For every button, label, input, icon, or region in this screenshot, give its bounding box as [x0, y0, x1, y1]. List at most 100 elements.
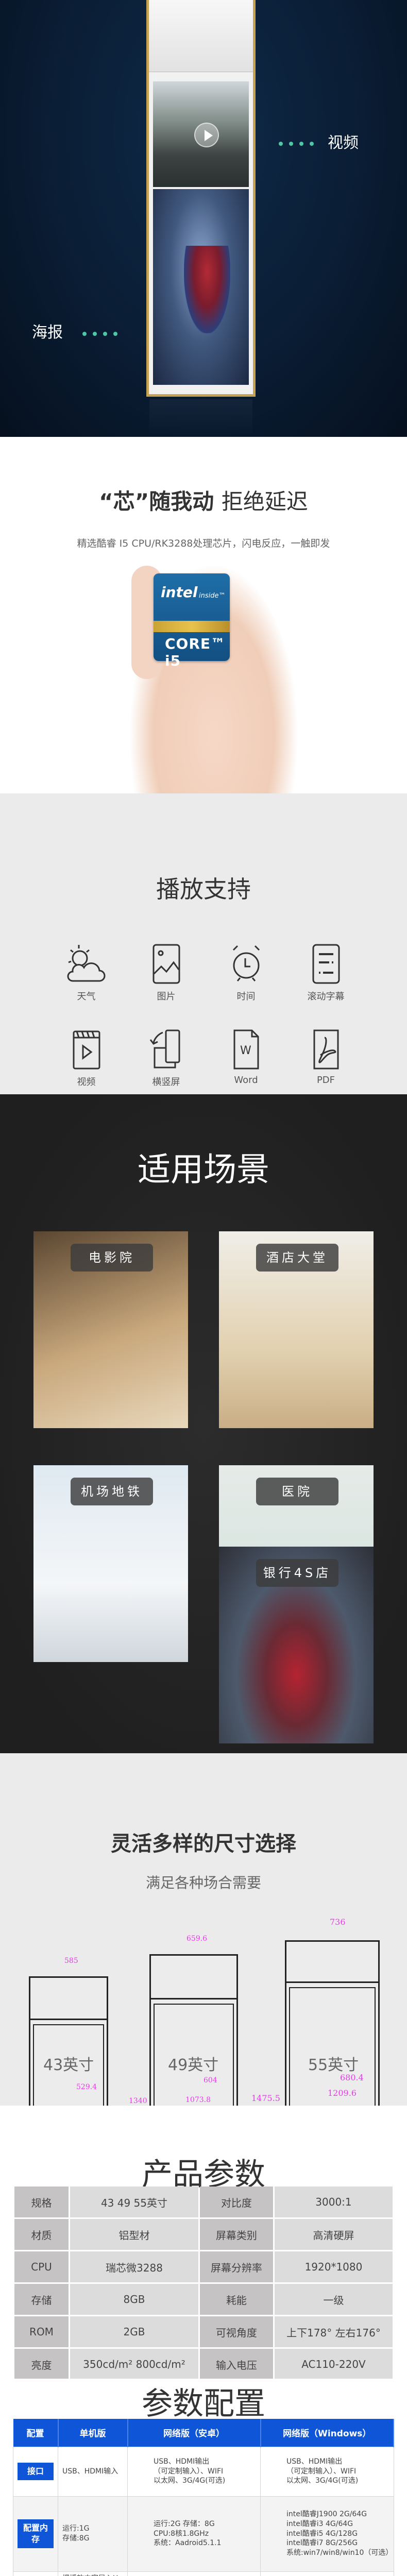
scene-label: 电影院	[71, 1244, 153, 1272]
feature-label: 图片	[157, 991, 176, 1002]
processor-section: “芯”随我动 拒绝延迟 精选酷睿 I5 CPU/RK3288处理芯片，闪电反应，…	[0, 437, 407, 793]
config-header: 配置	[13, 2419, 59, 2447]
feature-label: PDF	[316, 1075, 335, 1086]
feature-word: W Word	[206, 1028, 286, 1088]
config-cell: USB、HDMI输入	[58, 2446, 128, 2497]
config-row: 播放模式把播放内容导入U盘即可循环播放可以全屏或分屏播放可制作分屏及全屏混合播放…	[13, 2571, 394, 2576]
feature-video: 视频	[46, 1028, 126, 1088]
feature-scrolling-text: 滚动字幕	[286, 943, 366, 1003]
video-label: 视频	[328, 134, 359, 152]
param-key: 输入电压	[199, 2349, 273, 2379]
param-key: 对比度	[199, 2187, 273, 2217]
play-support-title: 播放支持	[156, 875, 251, 903]
scene-card-airport-metro: 机场地铁	[33, 1465, 188, 1662]
config-key-badge: 接口	[18, 2463, 54, 2480]
intel-logo: intel	[161, 584, 198, 601]
param-key: 屏幕类别	[199, 2219, 273, 2250]
display-reflection	[149, 399, 252, 435]
dim-height: 1475.5	[251, 2093, 280, 2103]
video-icon	[73, 1030, 100, 1070]
sizes-subtitle: 满足各种场合需要	[145, 1874, 261, 1891]
poster-preview	[153, 189, 249, 385]
size-label-55: 55英寸	[308, 2056, 359, 2074]
config-header: 单机版	[58, 2419, 128, 2447]
dim-screen-width: 529.4	[76, 2083, 97, 2091]
scene-label: 银行4S店	[256, 1559, 338, 1587]
word-doc-icon: W	[233, 1029, 259, 1070]
image-icon	[152, 944, 180, 984]
dim-screen-height: 1073.8	[185, 2096, 211, 2104]
param-value: 3000:1	[274, 2187, 393, 2217]
param-value: 上下178° 左右176°	[274, 2316, 393, 2347]
param-value: 350cd/m² 800cd/m²	[70, 2349, 198, 2379]
config-title: 参数配置	[142, 2386, 265, 2422]
dim-screen-width: 680.4	[340, 2073, 364, 2082]
param-key: CPU	[14, 2251, 69, 2282]
dim-screen-height: 1209.6	[328, 2088, 357, 2098]
dim-screen-width: 604	[204, 2076, 217, 2084]
pdf-icon	[313, 1029, 338, 1070]
param-value: 铝型材	[70, 2219, 198, 2250]
size-drawing-49	[149, 1954, 238, 2106]
display-header-panel	[149, 0, 253, 72]
size-drawing-43	[29, 1976, 108, 2106]
play-icon	[194, 123, 219, 147]
hanging-display-illustration	[146, 0, 256, 397]
config-cell: 可制作分屏及全屏混合播放滚动字幕，定时开关，包含网络版功能，手机可投屏播放等	[127, 2571, 261, 2576]
rotate-screen-icon	[149, 1029, 180, 1069]
dim-height: 1340	[129, 2097, 147, 2105]
param-value: 43 49 55英寸	[70, 2187, 198, 2217]
dim-width: 659.6	[186, 1935, 208, 1943]
param-key: 耗能	[199, 2284, 273, 2315]
feature-rotate-screen: 横竖屏	[126, 1028, 206, 1088]
param-key: 亮度	[14, 2349, 69, 2379]
dots-icon	[82, 332, 117, 336]
config-key-badge: 配置内存	[18, 2519, 54, 2548]
scene-card-bank-4s: 银行4S店	[219, 1547, 374, 1743]
processor-title: “芯”随我动 拒绝延迟	[99, 489, 308, 514]
param-key: ROM	[14, 2316, 69, 2347]
scene-card-cinema: 电影院	[33, 1231, 188, 1428]
dots-icon	[279, 142, 314, 146]
feature-label: Word	[234, 1075, 258, 1086]
params-row: 材质铝型材屏幕类别高清硬屏	[14, 2219, 393, 2250]
scene-label: 医院	[256, 1478, 338, 1505]
param-value: 高清硬屏	[274, 2219, 393, 2250]
scene-label: 酒店大堂	[256, 1244, 338, 1272]
feature-label: 天气	[77, 991, 96, 1002]
size-label-49: 49英寸	[168, 2056, 219, 2074]
dim-width: 585	[64, 1957, 78, 1965]
intel-inside-text: inside™	[199, 592, 226, 600]
sizes-title: 灵活多样的尺寸选择	[111, 1832, 296, 1856]
svg-text:W: W	[240, 1044, 251, 1057]
feature-label: 滚动字幕	[307, 991, 345, 1002]
hero-banner: 视频 海报	[0, 0, 407, 437]
processor-subtitle: 精选酷睿 I5 CPU/RK3288处理芯片，闪电反应，一触即发	[77, 538, 330, 549]
param-key: 屏幕分辨率	[199, 2251, 273, 2282]
config-header: 网络版（Windows）	[260, 2419, 394, 2447]
param-key: 规格	[14, 2187, 69, 2217]
config-cell: 把播放内容导入U盘即可循环播放可以全屏或分屏播放	[58, 2571, 128, 2576]
weather-icon	[67, 945, 105, 982]
param-value: 1920*1080	[274, 2251, 393, 2282]
dim-width: 736	[330, 1917, 346, 1927]
feature-time: 时间	[206, 943, 286, 1003]
scene-label: 机场地铁	[71, 1478, 153, 1505]
alarm-clock-icon	[232, 945, 260, 981]
feature-label: 横竖屏	[152, 1077, 180, 1088]
intel-badge: intel inside™ CORE™ i5	[154, 573, 230, 669]
param-value: AC110-220V	[274, 2349, 393, 2379]
